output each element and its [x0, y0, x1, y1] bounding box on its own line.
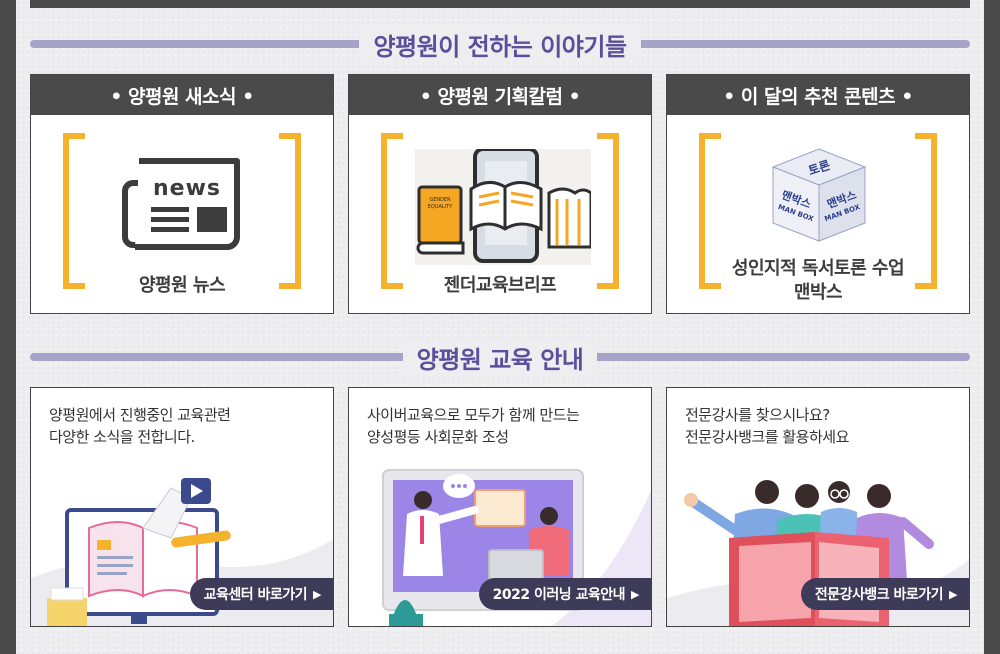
- section-title-label: 양평원이 전하는 이야기들: [359, 26, 641, 62]
- card-recommended[interactable]: • 이 달의 추천 콘텐츠 • 토론 맨박스 MAN BOX 맨박스 MAN B…: [666, 74, 970, 314]
- bracket-right: [597, 133, 619, 289]
- section-title-label: 양평원 교육 안내: [402, 339, 598, 375]
- svg-text:EQUALITY: EQUALITY: [428, 204, 453, 210]
- section-title-education: 양평원 교육 안내: [30, 337, 970, 377]
- edu-card-center[interactable]: 양평원에서 진행중인 교육관련 다양한 소식을 전합니다. 교육센터 바로가기 …: [30, 387, 334, 627]
- card-header: • 양평원 기획칼럼 •: [349, 75, 651, 115]
- card-caption-line2: 맨박스: [793, 282, 843, 303]
- man-box-icon: 토론 맨박스 MAN BOX 맨박스 MAN BOX: [771, 148, 867, 242]
- top-strip: [30, 0, 970, 8]
- button-label: 2022 이러닝 교육안내: [492, 587, 626, 603]
- card-news[interactable]: • 양평원 새소식 • news 양평원 뉴스: [30, 74, 334, 314]
- bracket-right: [915, 133, 937, 289]
- edu-text-line1: 사이버교육으로 모두가 함께 만드는: [367, 406, 580, 424]
- card-column[interactable]: • 양평원 기획칼럼 • GENDER EQUALITY 젠더교육브리프: [348, 74, 652, 314]
- card-header: • 이 달의 추천 콘텐츠 •: [667, 75, 969, 115]
- card-caption: 양평원 뉴스: [138, 275, 226, 296]
- edu-center-link-button[interactable]: 교육센터 바로가기 ▶: [189, 578, 333, 610]
- newspaper-icon: news: [122, 158, 240, 250]
- bracket-left: [63, 133, 85, 289]
- edu-text: 사이버교육으로 모두가 함께 만드는 양성평등 사회문화 조성: [367, 404, 639, 448]
- edu-text: 전문강사를 찾으시나요? 전문강사뱅크를 활용하세요: [685, 404, 957, 448]
- instructor-bank-link-button[interactable]: 전문강사뱅크 바로가기 ▶: [800, 578, 969, 610]
- icon-text: news: [153, 176, 221, 201]
- edu-text-line1: 양평원에서 진행중인 교육관련: [49, 406, 231, 424]
- button-label: 교육센터 바로가기: [203, 587, 308, 603]
- edu-text-line1: 전문강사를 찾으시나요?: [685, 406, 830, 424]
- edu-text-line2: 다양한 소식을 전합니다.: [49, 428, 195, 446]
- bracket-left: [699, 133, 721, 289]
- elearning-guide-button[interactable]: 2022 이러닝 교육안내 ▶: [478, 578, 651, 610]
- icon-text-top: 토론: [806, 157, 832, 178]
- book-phone-icon: GENDER EQUALITY: [415, 149, 591, 265]
- card-caption: 젠더교육브리프: [443, 275, 557, 296]
- section-title-stories: 양평원이 전하는 이야기들: [30, 24, 970, 64]
- svg-text:GENDER: GENDER: [429, 197, 451, 203]
- play-arrow-icon: ▶: [949, 587, 957, 601]
- edu-text-line2: 전문강사뱅크를 활용하세요: [685, 428, 849, 446]
- play-arrow-icon: ▶: [631, 587, 639, 601]
- card-header: • 양평원 새소식 •: [31, 75, 333, 115]
- play-arrow-icon: ▶: [313, 587, 321, 601]
- edu-card-elearning[interactable]: 사이버교육으로 모두가 함께 만드는 양성평등 사회문화 조성 2022 이러닝…: [348, 387, 652, 627]
- card-caption: 성인지적 독서토론 수업 맨박스: [667, 257, 969, 305]
- bracket-left: [381, 133, 403, 289]
- edu-text-line2: 양성평등 사회문화 조성: [367, 428, 509, 446]
- bracket-right: [279, 133, 301, 289]
- edu-card-instructor[interactable]: 전문강사를 찾으시나요? 전문강사뱅크를 활용하세요 전문강사뱅크 바로가기 ▶: [666, 387, 970, 627]
- edu-text: 양평원에서 진행중인 교육관련 다양한 소식을 전합니다.: [49, 404, 321, 448]
- card-caption-line1: 성인지적 독서토론 수업: [731, 258, 905, 279]
- button-label: 전문강사뱅크 바로가기: [814, 587, 944, 603]
